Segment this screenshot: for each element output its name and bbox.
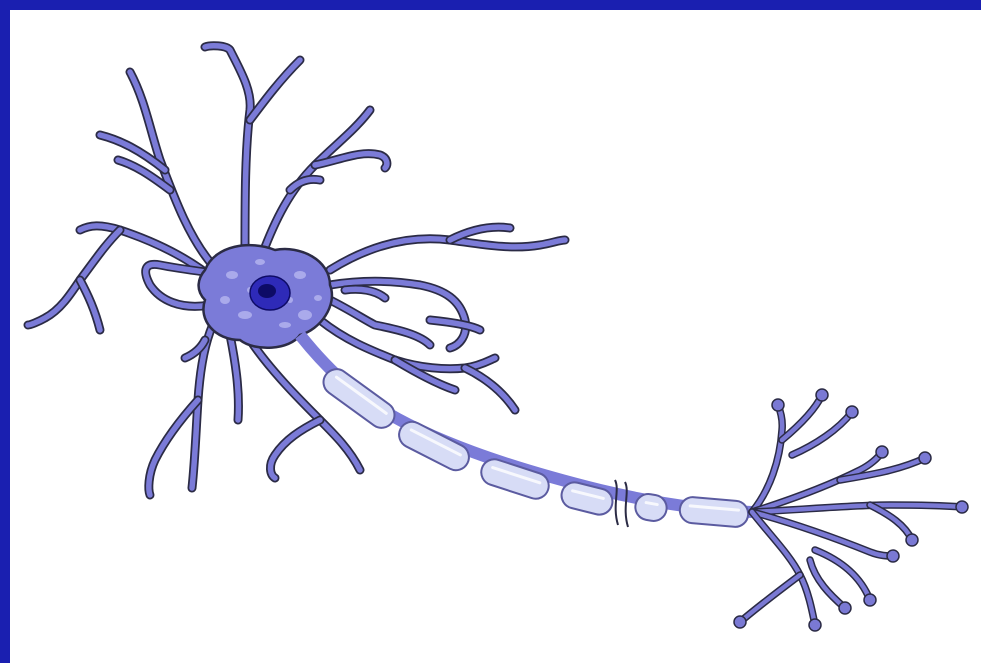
break-line	[615, 480, 618, 525]
soma-granule	[294, 271, 306, 279]
myelin-segment	[559, 480, 615, 518]
break-line	[625, 482, 628, 527]
terminal-branch	[740, 575, 800, 622]
myelin-segment	[679, 496, 749, 528]
synaptic-knob	[839, 602, 851, 614]
myelin-segment	[318, 364, 399, 433]
synaptic-knob	[734, 616, 746, 628]
axon-break-mark	[615, 480, 628, 527]
myelin-highlight	[646, 503, 657, 505]
synaptic-knob	[864, 594, 876, 606]
synaptic-knob	[876, 446, 888, 458]
dendrite	[28, 230, 120, 325]
synaptic-knob	[816, 389, 828, 401]
axon	[300, 335, 752, 528]
terminal-branch-outline	[815, 550, 870, 600]
myelin-sheath	[318, 364, 749, 528]
soma-granule	[238, 311, 252, 319]
soma-granule	[220, 296, 230, 304]
nucleus	[250, 276, 290, 310]
soma-granule	[298, 310, 312, 320]
soma-granule	[226, 271, 238, 279]
synaptic-knob	[887, 550, 899, 562]
synaptic-knob	[956, 501, 968, 513]
nucleolus	[258, 284, 276, 298]
myelin-segment	[395, 417, 474, 474]
synaptic-knob	[919, 452, 931, 464]
axon-terminals	[734, 389, 968, 631]
synaptic-knob	[906, 534, 918, 546]
synaptic-knob	[809, 619, 821, 631]
dendrite	[80, 280, 100, 330]
synaptic-knob	[772, 399, 784, 411]
dendrite	[250, 60, 300, 120]
soma-granule	[314, 295, 322, 301]
soma-granule	[255, 259, 265, 265]
soma-granule	[279, 322, 291, 328]
synaptic-knob	[846, 406, 858, 418]
